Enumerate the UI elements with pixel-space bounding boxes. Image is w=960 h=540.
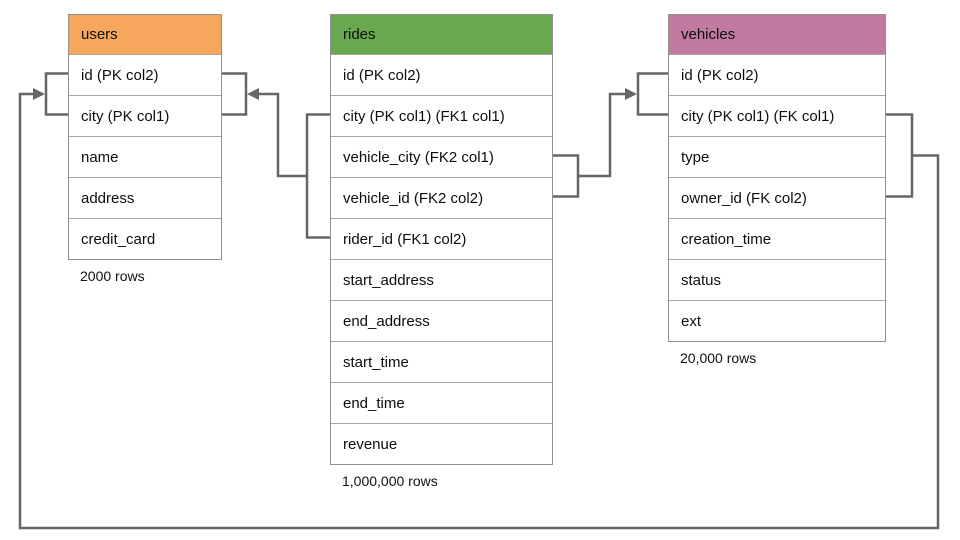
column-row: vehicle_city (FK2 col1) [331, 136, 552, 177]
table-header: vehicles [669, 15, 885, 54]
table-vehicles: vehicles id (PK col2) city (PK col1) (FK… [668, 14, 886, 342]
column-row: owner_id (FK col2) [669, 177, 885, 218]
column-row: vehicle_id (FK2 col2) [331, 177, 552, 218]
column-row: revenue [331, 423, 552, 464]
column-row: address [69, 177, 221, 218]
row-count-label: 20,000 rows [680, 350, 757, 366]
table-header: users [69, 15, 221, 54]
column-row: ext [669, 300, 885, 341]
row-count-label: 2000 rows [80, 268, 145, 284]
bracket-vehicles-left [636, 72, 668, 116]
fk1-connector-rides-to-users [222, 72, 330, 239]
bracket-rides-right [553, 154, 580, 198]
bracket-vehicles-right [886, 113, 914, 198]
table-header: rides [331, 15, 552, 54]
bracket-users-right [222, 72, 248, 116]
arrow-head-right-icon [33, 88, 45, 100]
column-row: rider_id (FK1 col2) [331, 218, 552, 259]
column-row: credit_card [69, 218, 221, 259]
column-row: start_address [331, 259, 552, 300]
table-rides: rides id (PK col2) city (PK col1) (FK1 c… [330, 14, 553, 465]
column-row: end_address [331, 300, 552, 341]
column-row: type [669, 136, 885, 177]
row-count-label: 1,000,000 rows [342, 473, 438, 489]
column-row: id (PK col2) [69, 54, 221, 95]
fk1-line [257, 92, 308, 178]
column-row: id (PK col2) [331, 54, 552, 95]
fk-loop-line [18, 92, 940, 530]
fk2-connector-rides-to-vehicles [553, 72, 668, 198]
arrow-head-right-icon [625, 88, 637, 100]
table-users: users id (PK col2) city (PK col1) name a… [68, 14, 222, 260]
bracket-rides-left [305, 113, 330, 239]
column-row: city (PK col1) (FK col1) [669, 95, 885, 136]
column-row: city (PK col1) (FK1 col1) [331, 95, 552, 136]
column-row: end_time [331, 382, 552, 423]
arrow-head-left-icon [247, 88, 259, 100]
column-row: name [69, 136, 221, 177]
column-row: city (PK col1) [69, 95, 221, 136]
column-row: id (PK col2) [669, 54, 885, 95]
column-row: creation_time [669, 218, 885, 259]
column-row: start_time [331, 341, 552, 382]
fk2-line [578, 92, 627, 178]
fk-connector-vehicles-to-users [18, 72, 940, 530]
column-row: status [669, 259, 885, 300]
bracket-users-left [44, 72, 68, 116]
